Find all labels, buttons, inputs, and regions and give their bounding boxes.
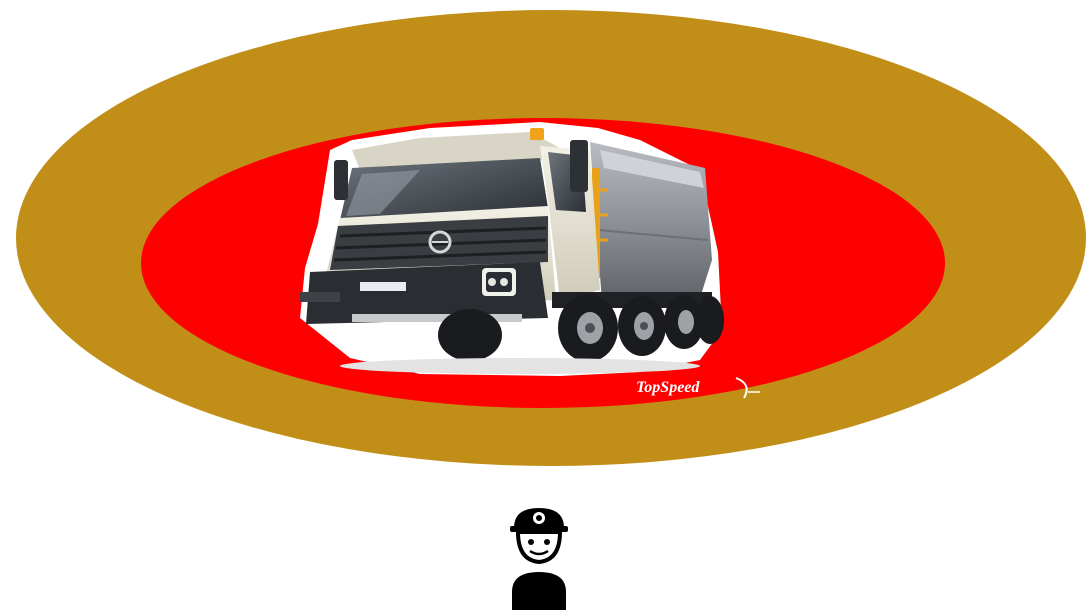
miner-worker-icon — [510, 508, 568, 610]
dump-truck-icon — [300, 122, 724, 376]
watermark-text: TopSpeed — [636, 379, 700, 396]
